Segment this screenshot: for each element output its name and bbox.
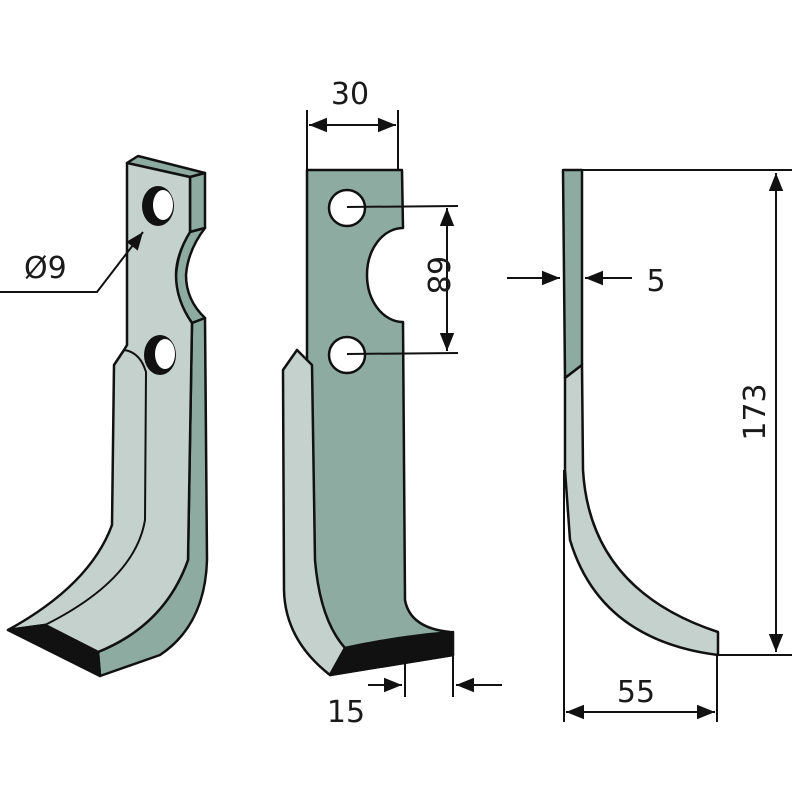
hole-diameter-label: Ø9: [24, 251, 67, 286]
width-label: 30: [331, 77, 369, 112]
blade-side-view: 173 5 55: [507, 168, 792, 722]
hole-spacing-label: 68: [420, 256, 455, 294]
depth-label: 55: [617, 675, 655, 710]
thickness-label: 5: [646, 264, 665, 299]
mounting-hole-lower: [327, 335, 367, 375]
edge-width-label: 15: [327, 695, 365, 730]
mounting-hole-upper: [327, 188, 367, 228]
hole-diameter-leader: [0, 231, 144, 293]
mounting-hole-upper: [142, 186, 174, 226]
blade-front-view: 68 30 15: [281, 77, 502, 730]
mounting-hole-lower: [144, 335, 176, 375]
height-label: 173: [738, 383, 773, 440]
blade-perspective-view: Ø9: [0, 154, 209, 678]
